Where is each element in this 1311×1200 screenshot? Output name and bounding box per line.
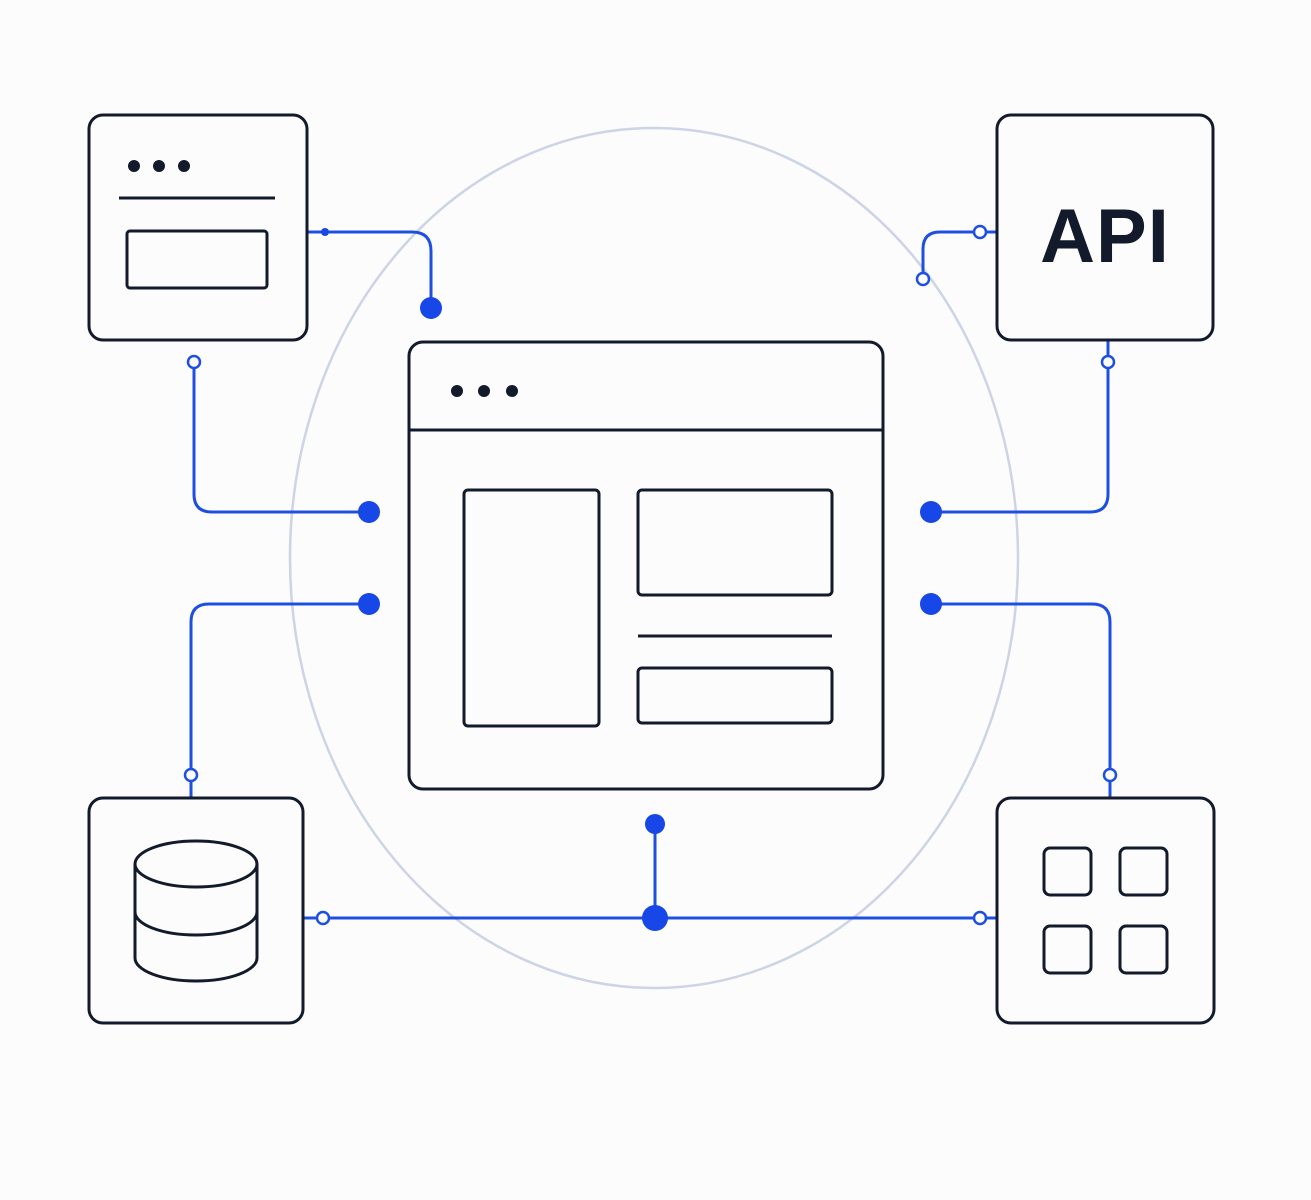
main-window-dot-1 <box>451 385 463 397</box>
main-window-top-card <box>636 488 834 597</box>
endpoint-dot-left-upper <box>358 501 380 523</box>
ring-api-bottom <box>1100 354 1116 370</box>
wire-browser-to-center <box>305 230 433 309</box>
browser-dot-1 <box>128 160 140 172</box>
wire-grid-to-center <box>929 602 1112 800</box>
hub-dot <box>642 905 668 931</box>
main-window-frame <box>407 340 885 791</box>
ring-database-top <box>183 767 199 783</box>
app-grid-frame <box>995 796 1216 1025</box>
ring-api-stub-end <box>915 271 931 287</box>
ring-grid-top <box>1102 767 1118 783</box>
main-window-sidebar-panel <box>462 488 601 728</box>
ring-database-right <box>315 910 331 926</box>
ring-browser-bottom <box>186 354 202 370</box>
main-window-dot-3 <box>506 385 518 397</box>
api-label: API <box>1040 194 1170 279</box>
main-window-dot-2 <box>478 385 490 397</box>
wire-browser-to-center-left <box>192 360 371 514</box>
endpoint-dot-center-top <box>420 297 442 319</box>
endpoint-dot-bottom <box>645 814 665 834</box>
app-grid-icon <box>1042 846 1169 975</box>
browser-dot-3 <box>178 160 190 172</box>
database-node <box>87 796 305 1025</box>
browser-content-block <box>125 229 269 290</box>
central-halo <box>288 126 1020 990</box>
api-frame <box>995 113 1215 342</box>
wire-api-stub <box>921 230 999 281</box>
endpoint-dot-right-lower <box>920 593 942 615</box>
browser-window-frame <box>87 113 309 342</box>
database-frame <box>87 796 305 1025</box>
browser-window-node <box>87 113 309 342</box>
api-node: API <box>995 113 1215 342</box>
wire-database-to-center <box>189 602 371 800</box>
browser-dot-2 <box>153 160 165 172</box>
ring-api-left <box>972 224 988 240</box>
browser-wire-tick <box>321 228 329 236</box>
database-icon <box>133 839 259 983</box>
main-app-window <box>407 340 885 791</box>
app-grid-node <box>995 796 1216 1025</box>
ring-grid-left <box>972 910 988 926</box>
wire-api-to-center <box>929 339 1110 514</box>
endpoint-dot-left-lower <box>358 593 380 615</box>
main-window-bottom-card <box>636 666 834 725</box>
connector-endpoints <box>183 224 1118 931</box>
endpoint-dot-right-upper <box>920 501 942 523</box>
